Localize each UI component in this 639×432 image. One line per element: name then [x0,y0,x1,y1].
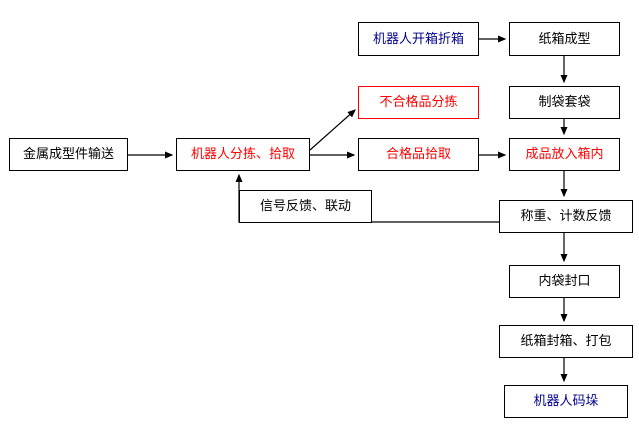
flow-node-label: 机器人开箱折箱 [372,31,464,47]
flow-node-signal-feedback: 信号反馈、联动 [239,190,372,223]
flow-node-robot-open-carton: 机器人开箱折箱 [358,22,479,56]
flow-node-label: 纸箱封箱、打包 [520,334,612,349]
flow-node-weigh-count: 称重、计数反馈 [499,200,633,233]
flow-node-label: 机器人码垛 [533,394,599,409]
flow-node-product-into-box: 成品放入箱内 [509,138,620,171]
flow-node-bag-making: 制袋套袋 [509,86,620,119]
flow-node-qualified-pick: 合格品拾取 [358,138,479,171]
flow-node-metal-feed: 金属成型件输送 [9,138,128,171]
flow-node-robot-palletize: 机器人码垛 [504,385,628,418]
flow-node-carton-forming: 纸箱成型 [509,22,620,56]
flow-node-robot-sort-pick: 机器人分拣、拾取 [176,138,310,171]
flow-node-label: 成品放入箱内 [525,147,604,162]
flow-node-carton-seal-pack: 纸箱封箱、打包 [499,325,633,358]
flow-node-label: 称重、计数反馈 [520,209,612,224]
flow-node-label: 信号反馈、联动 [259,199,351,214]
flow-node-label: 机器人分拣、拾取 [190,147,295,162]
flow-node-label: 合格品拾取 [385,147,451,162]
flow-node-label: 纸箱成型 [538,31,591,47]
flow-node-label: 不合格品分拣 [379,95,458,110]
flow-node-label: 制袋套袋 [538,95,591,110]
flow-node-reject-sort: 不合格品分拣 [358,86,479,119]
flow-node-inner-bag-seal: 内袋封口 [509,265,620,298]
flow-node-label: 金属成型件输送 [22,147,114,162]
flow-edge-e-robot-to-reject [309,109,356,151]
flow-node-label: 内袋封口 [538,274,591,289]
